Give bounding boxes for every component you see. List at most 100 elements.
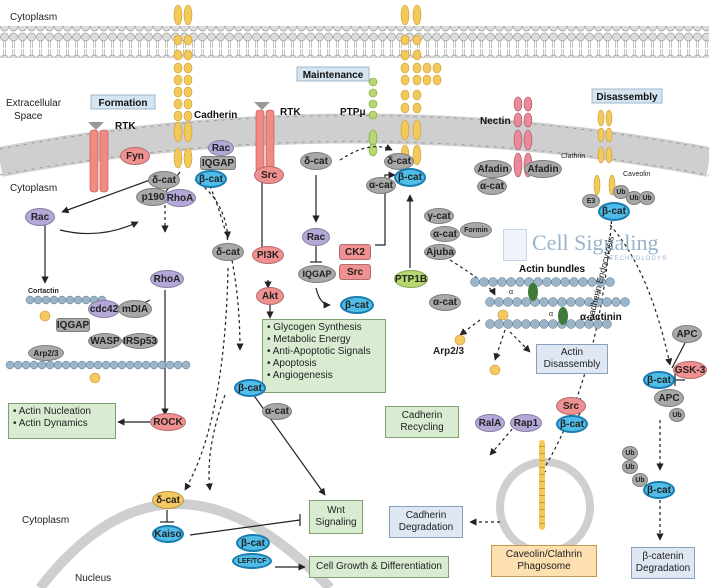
alpha-cat-center-node[interactable]: α-cat — [262, 403, 292, 420]
fyn-node[interactable]: Fyn — [120, 147, 150, 165]
orange-balls — [39, 309, 509, 384]
src-bottom-node[interactable]: Src — [556, 397, 586, 415]
ub-node-3[interactable]: Ub — [639, 191, 655, 205]
beta-cat-disassembly-node[interactable]: β-cat — [598, 202, 630, 221]
alpha-small-1: α — [509, 289, 513, 296]
alpha-cat-actin-node[interactable]: α-cat — [429, 294, 461, 311]
actin-effect-1: • Actin Nucleation — [13, 406, 91, 417]
actin-effects-box: • Actin Nucleation • Actin Dynamics — [8, 403, 116, 439]
afadin-left-node[interactable]: Afadin — [474, 160, 512, 178]
rhoa-mid-node[interactable]: RhoA — [150, 270, 184, 288]
actin-filaments — [5, 277, 630, 370]
beta-cat-ptp-node[interactable]: β-cat — [394, 168, 426, 187]
rala-node[interactable]: RalA — [475, 414, 505, 432]
ptp-mu-chain — [368, 77, 378, 157]
region-cytoplasm-bottom: Cytoplasm — [22, 515, 69, 526]
gamma-cat-node[interactable]: γ-cat — [424, 208, 454, 224]
alpha-cat-ptp-node[interactable]: α-cat — [366, 177, 396, 194]
rtk-left — [88, 122, 109, 193]
ptp-mu-label: PTPμ — [340, 107, 366, 118]
iqgap-top-node[interactable]: IQGAP — [200, 156, 236, 170]
beta-cat-right-low-node[interactable]: β-cat — [643, 481, 675, 499]
akt-node[interactable]: Akt — [256, 287, 284, 305]
gsk3-node[interactable]: GSK-3 — [673, 361, 707, 379]
alpha-cat-nectin-node[interactable]: α-cat — [477, 178, 507, 195]
rock-node[interactable]: ROCK — [150, 413, 186, 431]
ck2-node[interactable]: CK2 — [339, 244, 371, 260]
cell-growth-label: Cell Growth & Differentiation — [316, 561, 442, 572]
p190-node[interactable]: p190 — [136, 188, 170, 206]
iqgap-maint-node[interactable]: IQGAP — [298, 265, 336, 283]
cell-growth-box: Cell Growth & Differentiation — [309, 556, 449, 578]
beta-cat-center-node[interactable]: β-cat — [234, 379, 266, 397]
afadin-right-node[interactable]: Afadin — [524, 160, 562, 178]
wnt-box: Wnt Signaling — [309, 500, 363, 534]
region-space: Space — [14, 111, 43, 122]
beta-cat-nuc-node[interactable]: β-cat — [236, 534, 270, 552]
irsp53-node[interactable]: IRSp53 — [122, 333, 158, 349]
wnt-line1: Wnt — [327, 505, 345, 516]
rac-top-node[interactable]: Rac — [208, 140, 234, 156]
lef-tcf-node[interactable]: LEF/TCF — [232, 553, 272, 569]
formin-node[interactable]: Formin — [460, 222, 492, 238]
cadherin-degradation-line1: Cadherin — [405, 510, 447, 521]
disassembly-label: Disassembly — [596, 92, 658, 103]
rap1-node[interactable]: Rap1 — [510, 414, 542, 432]
ub-low-3[interactable]: Ub — [632, 473, 648, 487]
kaiso-node[interactable]: Kaiso — [152, 525, 184, 543]
rhoa-top-node[interactable]: RhoA — [164, 189, 196, 207]
beta-cat-right-node[interactable]: β-cat — [643, 371, 675, 389]
akt-effects-box: • Glycogen Synthesis • Metabolic Energy … — [262, 319, 386, 393]
apc-top-node[interactable]: APC — [672, 325, 702, 343]
akt-effect-5: • Angiogenesis — [267, 370, 333, 381]
cadherin-degradation-line2: Degradation — [398, 522, 454, 533]
cell-signaling-logo-icon — [503, 229, 527, 261]
iqgap-left-node[interactable]: IQGAP — [56, 318, 90, 332]
apc-mid-node[interactable]: APC — [654, 389, 684, 407]
beta-cat-maint-low-node[interactable]: β-cat — [340, 296, 374, 314]
alpha-cat-ajuba-node[interactable]: α-cat — [430, 226, 460, 242]
cadherin-recycling-line1: Cadherin — [401, 410, 443, 421]
beta-cat-bottom-node[interactable]: β-cat — [556, 415, 588, 433]
delta-cat-mid-node[interactable]: δ-cat — [212, 243, 244, 261]
logo-sub: TECHNOLOGY® — [610, 256, 668, 262]
maintenance-label: Maintenance — [303, 70, 364, 81]
actin-bundles-label: Actin bundles — [519, 264, 586, 275]
beta-cat-top-node[interactable]: β-cat — [195, 170, 227, 188]
rtk-mid-label: RTK — [280, 107, 301, 118]
arp23-left-node[interactable]: Arp2/3 — [28, 345, 64, 361]
ub-low-1[interactable]: Ub — [622, 446, 638, 460]
beta-catenin-degradation-line2: Degradation — [635, 563, 691, 574]
alpha-actinin-marker — [528, 283, 538, 301]
ub-low-2[interactable]: Ub — [622, 460, 638, 474]
wasp-node[interactable]: WASP — [88, 333, 122, 349]
rac-maint-node[interactable]: Rac — [302, 228, 330, 246]
delta-cat-ptp-node[interactable]: δ-cat — [384, 153, 414, 170]
maintenance-label-box — [296, 66, 370, 82]
cadherin-recycling-line2: Recycling — [400, 422, 444, 433]
wnt-line2: Signaling — [315, 517, 357, 528]
phagosome-box: Caveolin/Clathrin Phagosome — [491, 545, 597, 577]
actin-disassembly-box: Actin Disassembly — [536, 344, 608, 374]
delta-cat-maint-node[interactable]: δ-cat — [300, 152, 332, 170]
delta-cat-top-node[interactable]: δ-cat — [148, 171, 180, 189]
pi3k-node[interactable]: PI3K — [252, 246, 284, 264]
src-top-node[interactable]: Src — [254, 166, 284, 184]
cadherin-maint-chains — [400, 4, 442, 166]
mdia-node[interactable]: mDIA — [118, 300, 152, 318]
akt-effect-4: • Apoptosis — [267, 358, 317, 369]
ub-right-node[interactable]: Ub — [669, 408, 685, 422]
cdc42-node[interactable]: cdc42 — [88, 300, 120, 318]
ptp1b-node[interactable]: PTP1B — [394, 270, 428, 288]
cadherin-disassembly-chain — [593, 109, 616, 196]
akt-effect-1: • Glycogen Synthesis — [267, 322, 362, 333]
actin-disassembly-line1: Actin — [560, 347, 584, 358]
e3-node[interactable]: E3 — [582, 194, 600, 208]
alpha-small-3: α — [549, 311, 553, 318]
delta-cat-nuc-node[interactable]: δ-cat — [152, 491, 184, 509]
ajuba-node[interactable]: Ajuba — [424, 244, 456, 260]
src-maint-node[interactable]: Src — [339, 264, 371, 280]
alpha-actinin-marker-2 — [558, 307, 568, 325]
rac-left-node[interactable]: Rac — [25, 208, 55, 226]
phagosome-line2: Phagosome — [517, 561, 571, 572]
